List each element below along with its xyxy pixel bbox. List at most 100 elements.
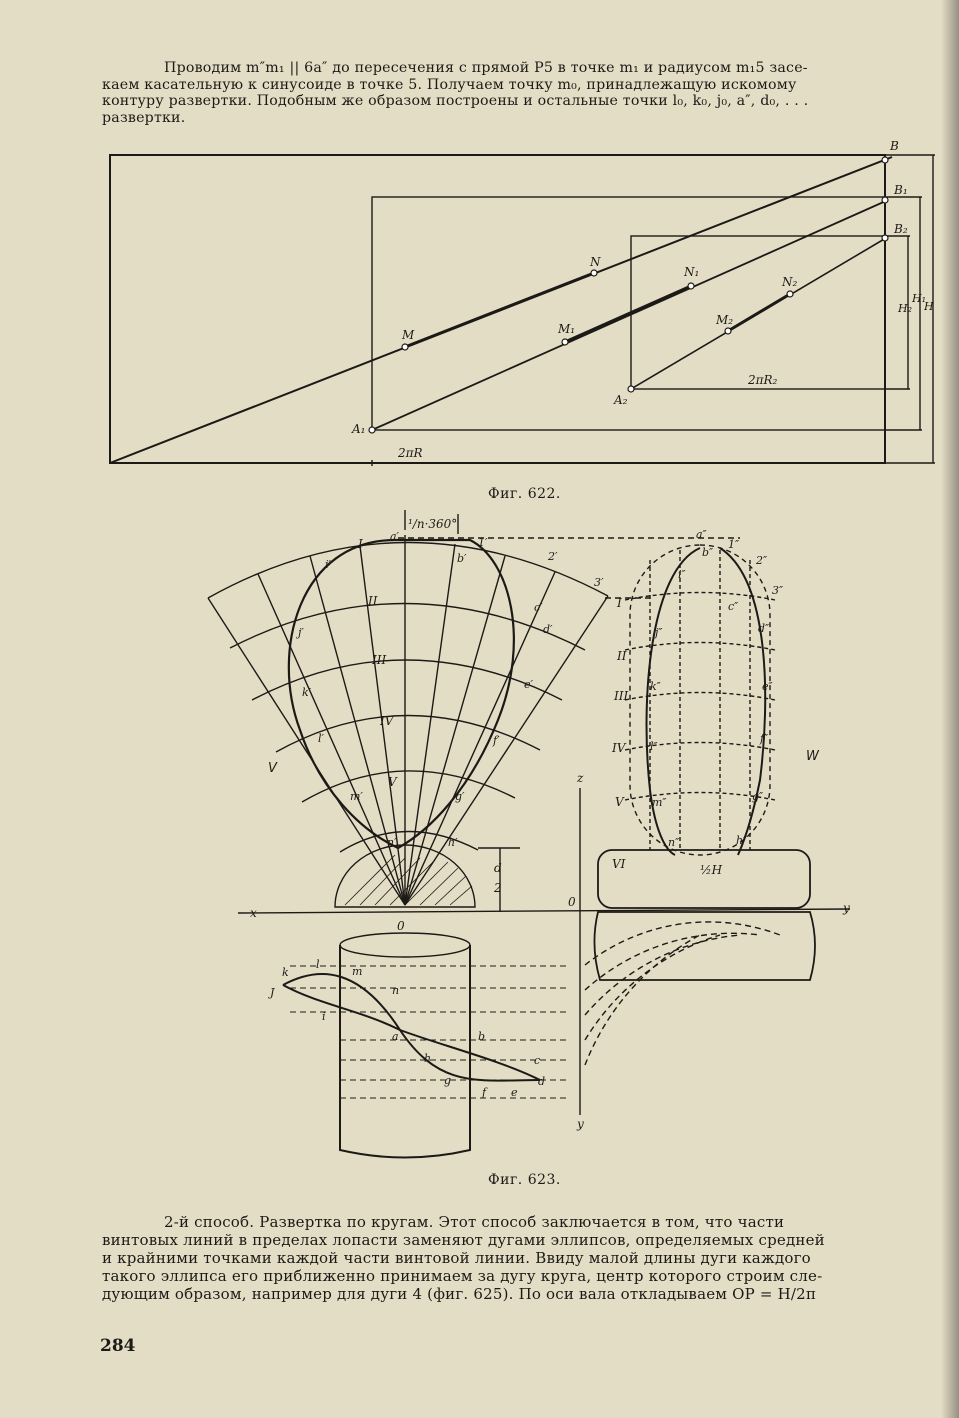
blade-contour [287, 538, 515, 850]
fan-ray-1 [257, 573, 406, 906]
label-axis-x: x [250, 906, 257, 920]
label-pa: a [392, 1030, 399, 1043]
label-j2: j″ [652, 626, 663, 639]
label-pd: d [538, 1075, 545, 1088]
label-III: III [371, 653, 386, 667]
label-I-side: I [616, 596, 622, 610]
label-half-H: ½H [700, 863, 723, 877]
label-origin: 0 [568, 895, 576, 909]
method-2-paragraph: 2-й способ. Развертка по кругам. Этот сп… [102, 1213, 938, 1303]
side-blade-right [719, 547, 767, 856]
figure-622-caption: Фиг. 622. [488, 486, 561, 502]
label-h2: h″ [736, 834, 748, 847]
arc-VI [339, 830, 479, 853]
label-axis-z: z [576, 771, 584, 785]
side-dashed-outline [629, 544, 771, 856]
point-N1 [687, 282, 695, 290]
label-H2: H₂ [897, 302, 912, 315]
label-i2: i″ [678, 568, 687, 581]
figure-623-caption: Фиг. 623. [488, 1172, 561, 1188]
segment-M1N1 [564, 284, 692, 344]
label-B: B [889, 139, 899, 153]
label-m2: m″ [652, 796, 667, 809]
label-g2: g″ [752, 790, 764, 803]
side-view [398, 537, 816, 981]
axis-x-y [237, 908, 851, 914]
arc-II [229, 602, 586, 651]
label-h1: h′ [448, 836, 458, 849]
label-N2: N₂ [781, 275, 798, 289]
label-2piR2: 2πR₂ [747, 373, 778, 387]
point-M1 [561, 338, 569, 346]
label-2piR: 2πR [397, 446, 423, 460]
label-pi: i [322, 1010, 326, 1023]
label-d-num: d [494, 861, 502, 875]
label-n1: n′ [387, 836, 397, 849]
label-k2: k″ [650, 680, 662, 693]
point-A2 [627, 385, 635, 393]
label-pk: k [282, 966, 289, 979]
label-f1: f′ [492, 734, 500, 747]
fig622-diagram: B B₁ B₂ N N₁ N₂ M M₁ M₂ A₁ A₂ 2πR 2πR₂ H… [109, 139, 935, 466]
plan-shaft-top-ellipse [339, 932, 471, 958]
point-B1 [881, 196, 889, 204]
blade-development [207, 510, 609, 908]
label-N: N [589, 255, 601, 269]
label-2pp: 2″ [755, 554, 768, 567]
page-edge-shadow [941, 0, 959, 1418]
label-IV-side: IV [611, 741, 627, 755]
label-e1: e′ [524, 678, 534, 691]
label-II: II [367, 594, 378, 608]
point-B [881, 156, 889, 164]
label-A2: A₂ [613, 393, 628, 407]
label-n2: n″ [668, 836, 680, 849]
label-k1: k′ [302, 686, 312, 699]
label-e2: e″ [762, 680, 774, 693]
label-view-V: V [268, 761, 278, 776]
label-pm: m [352, 965, 362, 978]
label-II-side: II [616, 649, 627, 663]
point-M2 [724, 327, 732, 335]
label-H: H [923, 300, 934, 313]
label-d2: d″ [758, 622, 770, 635]
label-I: I [357, 537, 363, 551]
label-pb: b [478, 1030, 485, 1043]
label-A1: A₁ [351, 422, 365, 436]
side-blade-left [645, 547, 701, 856]
label-a1: a′ [390, 530, 400, 543]
label-angle: ¹/n·360° [408, 517, 457, 531]
label-M: M [401, 328, 415, 342]
label-j1: j′ [295, 626, 304, 639]
label-c1: c′ [534, 601, 543, 614]
label-2p: 2′ [547, 550, 558, 563]
label-b2: b″ [702, 546, 714, 559]
segment-M2N2 [727, 292, 791, 333]
label-pg: g [444, 1074, 451, 1087]
fig623-diagram: ¹/n·360° I II III IV V a′ b′ c′ d′ e′ f′… [207, 510, 851, 1159]
label-3pp: 3″ [772, 584, 784, 597]
label-1p: 1′ [478, 536, 488, 549]
bottom-line-5: дующим образом, например для дуги 4 (фиг… [102, 1285, 816, 1303]
label-3p: 3′ [594, 576, 604, 589]
bottom-line-4: такого эллипса его приближенно принимаем… [102, 1267, 823, 1285]
intro-line-4: развертки. [102, 109, 186, 126]
label-M1: M₁ [557, 322, 575, 336]
arc-outer [207, 541, 609, 599]
shaft-top [597, 849, 811, 909]
label-V-side: V [615, 795, 625, 809]
label-pj: J [268, 986, 275, 999]
plan-view [282, 921, 781, 1159]
label-g1: g′ [455, 790, 465, 803]
label-f2: f″ [759, 732, 769, 745]
label-H1: H₁ [911, 292, 926, 305]
bottom-line-2: винтовых линий в пределах лопасти заменя… [102, 1231, 825, 1249]
label-pe: e [511, 1086, 518, 1099]
arc-III [251, 659, 563, 701]
shaft-bottom [593, 911, 816, 981]
point-A1 [368, 426, 376, 434]
intro-paragraph: Проводим m″m₁ || 6a″ до пересечения с пр… [102, 60, 938, 126]
label-V: V [388, 775, 398, 789]
label-axis-y2: y [576, 1117, 584, 1131]
label-VI-side: VI [612, 857, 626, 871]
